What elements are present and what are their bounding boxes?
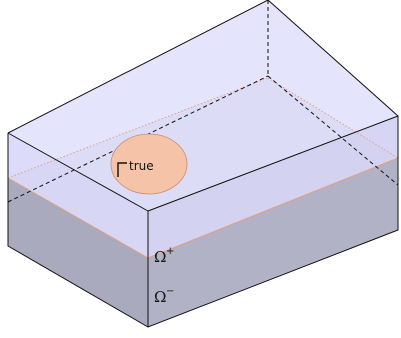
- visible-edge-top-front: [7, 132, 149, 212]
- interface-line-right: [147, 157, 399, 259]
- hidden-edge-left: [7, 75, 269, 203]
- interface-line-front: [7, 177, 149, 259]
- interface-line-back: [7, 77, 269, 179]
- omega-plus-symbol: Ω: [154, 248, 166, 266]
- omega-minus-label: Ω −: [154, 286, 174, 306]
- visible-edges-outline: [7, 0, 399, 328]
- gamma-label: true: [117, 159, 154, 177]
- omega-plus-sup: +: [166, 246, 174, 257]
- omega-minus-symbol: Ω: [154, 288, 166, 306]
- hidden-edge-right: [267, 75, 399, 186]
- front-face-lower: [8, 178, 148, 327]
- interface-line-back-right: [267, 77, 399, 159]
- gamma-subscript: true: [129, 159, 154, 173]
- right-face-lower: [148, 158, 398, 327]
- visible-edge-top-right: [147, 115, 399, 212]
- interface-plane: [8, 78, 398, 258]
- inclusion-gamma-true: [110, 133, 188, 195]
- omega-minus-sup: −: [166, 286, 174, 297]
- omega-plus-label: Ω +: [154, 246, 174, 266]
- top-face: [8, 0, 398, 211]
- gamma-glyph: [117, 162, 127, 177]
